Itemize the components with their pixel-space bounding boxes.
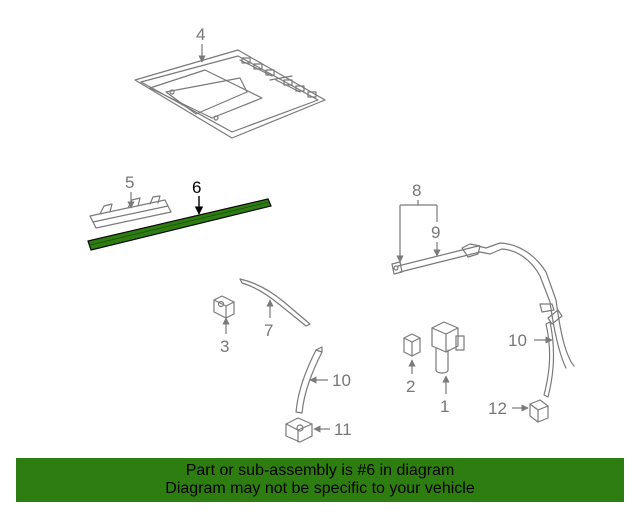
part-5-bracket[interactable] xyxy=(89,195,172,229)
part-10-hose-left[interactable] xyxy=(295,346,323,414)
part-2-module[interactable] xyxy=(403,333,421,357)
banner-line-2: Diagram may not be specific to your vehi… xyxy=(165,480,475,497)
callout-10-right[interactable]: 10 xyxy=(508,331,527,350)
info-banner: Part or sub-assembly is #6 in diagram Di… xyxy=(16,458,624,502)
part-6-seal-strip[interactable] xyxy=(87,198,272,251)
callout-11[interactable]: 11 xyxy=(334,420,352,439)
callout-4[interactable]: 4 xyxy=(196,25,205,44)
part-4-roof-panel[interactable] xyxy=(134,49,326,139)
callout-6[interactable]: 6 xyxy=(192,178,201,197)
part-12-clip[interactable] xyxy=(529,399,549,423)
part-1-motor[interactable] xyxy=(431,321,465,374)
callout-1[interactable]: 1 xyxy=(440,397,449,416)
callout-8[interactable]: 8 xyxy=(412,181,421,200)
callout-9[interactable]: 9 xyxy=(431,223,440,242)
callout-5[interactable]: 5 xyxy=(125,173,134,192)
part-11-connector[interactable] xyxy=(285,417,313,443)
callout-10-left[interactable]: 10 xyxy=(332,371,351,390)
callout-3[interactable]: 3 xyxy=(220,337,229,356)
part-10-hose-right[interactable] xyxy=(539,303,563,398)
part-7-trim-strip[interactable] xyxy=(239,278,311,327)
callout-2[interactable]: 2 xyxy=(406,377,415,396)
part-3-clip[interactable] xyxy=(213,295,235,319)
callout-12[interactable]: 12 xyxy=(488,399,507,418)
banner-line-1: Part or sub-assembly is #6 in diagram xyxy=(185,462,455,479)
part-8-drain-assembly[interactable] xyxy=(391,242,575,369)
callout-7[interactable]: 7 xyxy=(264,321,273,340)
parts-diagram: 4 5 6 7 3 10 11 xyxy=(87,25,575,443)
